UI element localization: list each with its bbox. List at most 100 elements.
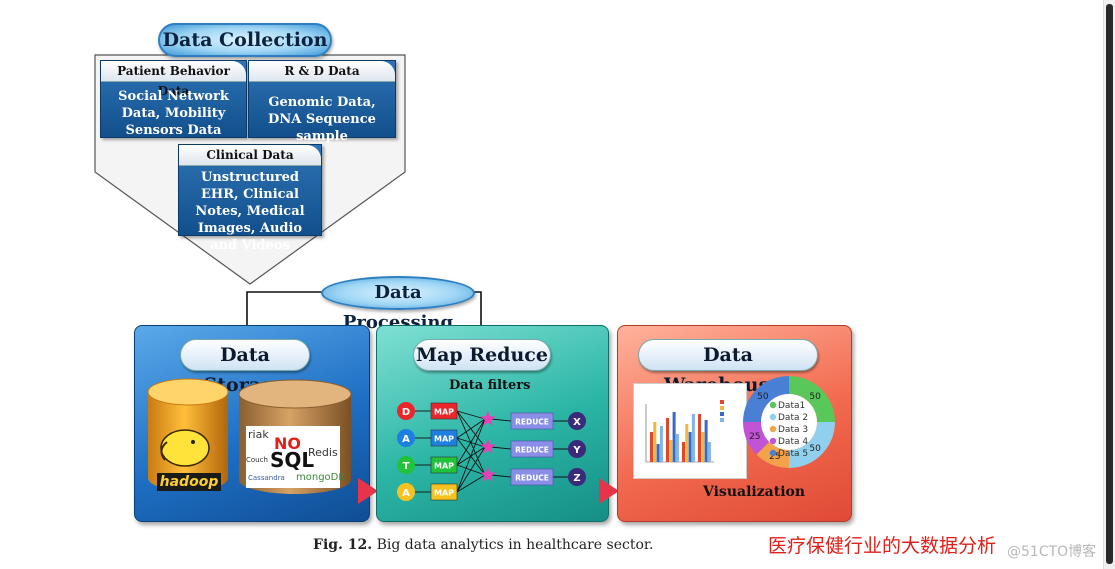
data-collection-title: Data Collection: [158, 23, 332, 57]
shuffle-star: [480, 411, 496, 426]
data-filters-label: Data filters: [449, 378, 531, 393]
rd-data-card: R & D Data Genomic Data, DNA Sequence sa…: [248, 60, 396, 144]
card-header: Clinical Data: [179, 145, 321, 166]
figure-number: Fig. 12.: [313, 537, 373, 553]
shuffle-star: [480, 467, 496, 482]
donut-slice: [789, 376, 835, 422]
bar: [650, 432, 653, 462]
map-link-line: [456, 418, 486, 493]
bar: [704, 420, 708, 462]
donut-legend-dot: [769, 449, 777, 457]
output-circle: [568, 468, 586, 486]
map-link-line: [456, 446, 486, 493]
processing-connectors: [240, 291, 488, 339]
bar: [698, 414, 701, 462]
cassandra-logo: Cassandra: [248, 474, 285, 482]
bar: [653, 422, 657, 462]
output-letter: X: [573, 417, 581, 428]
input-letter: D: [402, 407, 410, 418]
map-label: MAP: [434, 489, 454, 498]
donut-legend-label: Data 4: [778, 437, 808, 447]
bar: [669, 440, 673, 462]
donut-legend-label: Data 2: [778, 413, 808, 423]
input-letter: A: [402, 434, 410, 445]
nosql-logos: riak NO SQL Redis Couch Cassandra mongoD…: [246, 426, 345, 488]
bar-chart-thumbnail: [633, 383, 747, 479]
bar: [675, 434, 679, 462]
map-label: MAP: [434, 408, 454, 417]
bar: [685, 424, 689, 462]
data-processing-title: Data Processing: [321, 276, 475, 333]
bar: [682, 442, 685, 462]
watermark: @51CTO博客: [1007, 544, 1097, 560]
nosql-cylinder: [238, 379, 352, 494]
sql-logo-text: SQL: [270, 448, 315, 472]
no-logo-text: NO: [274, 434, 301, 453]
scrollbar-thumb[interactable]: [1106, 4, 1113, 564]
shuffle-link-line: [490, 474, 512, 478]
output-circle: [568, 412, 586, 430]
donut-value-label: 50: [809, 392, 821, 402]
bar: [659, 426, 663, 462]
vertical-scrollbar[interactable]: [1103, 0, 1115, 569]
bar: [701, 432, 705, 462]
donut-value-label: 25: [769, 452, 780, 462]
map-box: [430, 456, 458, 474]
reduce-label: REDUCE: [515, 474, 549, 483]
map-label: MAP: [434, 435, 454, 444]
map-box: [430, 483, 458, 501]
bar: [691, 414, 695, 462]
reduce-box: [510, 440, 554, 458]
data-storage-title: Data Storage: [180, 339, 310, 396]
bar: [666, 418, 669, 462]
card-body: Social Network Data, Mobility Sensors Da…: [118, 89, 229, 138]
figure-caption-text: Big data analytics in healthcare sector.: [372, 537, 654, 553]
card-header: Patient Behavior Data: [101, 61, 246, 98]
data-warehouses-title: Data Warehouses: [638, 339, 818, 396]
figure-caption: Fig. 12. Big data analytics in healthcar…: [313, 537, 654, 553]
bar: [707, 442, 711, 462]
card-header: R & D Data: [249, 61, 395, 82]
output-letter: Y: [572, 445, 581, 456]
reduce-label: REDUCE: [515, 418, 549, 427]
shuffle-link-line: [490, 446, 512, 450]
legend-swatch: [720, 406, 724, 410]
bar: [688, 432, 692, 462]
donut-slice: [789, 422, 835, 468]
donut-legend-dot: [769, 437, 777, 445]
bar-chart: [645, 400, 724, 463]
legend-swatch: [720, 418, 724, 422]
donut-legend-dot: [769, 401, 777, 409]
donut-legend-label: Data 3: [778, 425, 808, 435]
donut-legend-label: Data 5: [778, 449, 808, 459]
patient-behavior-card: Patient Behavior Data Social Network Dat…: [100, 60, 247, 138]
shuffle-link-line: [490, 418, 512, 422]
card-body: Genomic Data, DNA Sequence sample: [268, 95, 376, 144]
donut-slice: [743, 376, 789, 422]
output-circle: [568, 440, 586, 458]
bar: [672, 412, 676, 462]
donut-legend-label: Data1: [778, 401, 805, 411]
donut-value-label: 25: [749, 432, 760, 442]
map-link-line: [456, 418, 486, 466]
map-label: MAP: [434, 462, 454, 471]
riak-logo: riak: [248, 428, 269, 441]
mongodb-logo: mongoDB: [296, 472, 346, 483]
output-letter: Z: [573, 473, 580, 484]
donut-legend-dot: [769, 413, 777, 421]
data-storage-panel: Data Storage hadoop riak NO SQL Redis Co…: [134, 325, 370, 522]
donut-value-label: 50: [757, 392, 769, 402]
reduce-box: [510, 468, 554, 486]
card-body: Unstructured EHR, Clinical Notes, Medica…: [195, 170, 305, 253]
map-to-warehouse-arrow: [599, 478, 619, 504]
input-circle: [397, 402, 415, 420]
donut-value-label: 50: [809, 444, 821, 454]
visualization-label: Visualization: [703, 484, 806, 500]
legend-swatch: [720, 400, 724, 404]
couch-logo: Couch: [246, 456, 268, 464]
storage-to-map-arrow: [358, 478, 378, 504]
clinical-data-card: Clinical Data Unstructured EHR, Clinical…: [178, 144, 322, 253]
